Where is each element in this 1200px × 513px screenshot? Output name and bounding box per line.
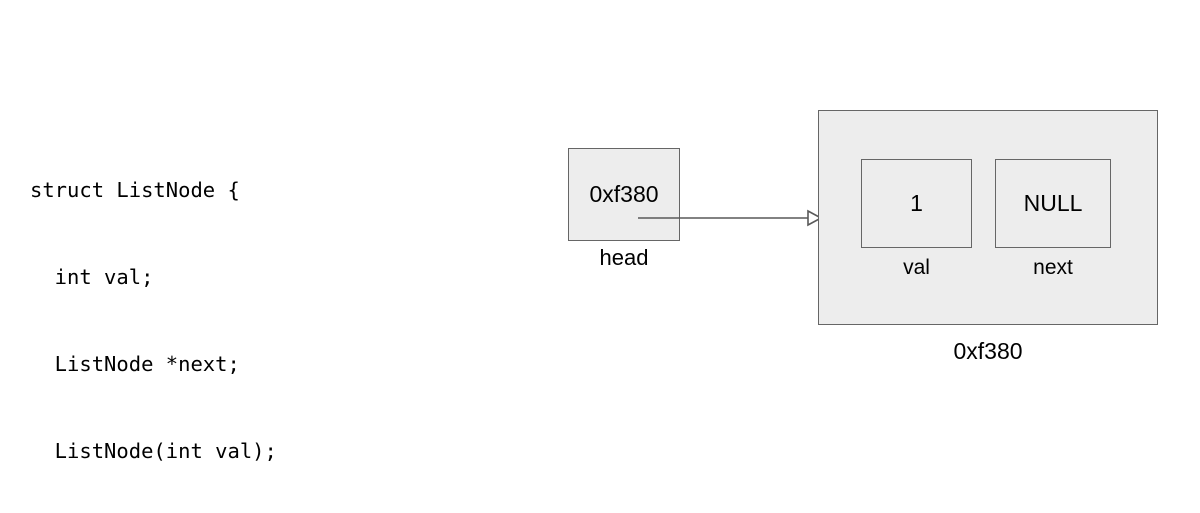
head-pointer-caption: head: [599, 245, 649, 270]
head-pointer-box: 0xf380: [568, 148, 680, 241]
code-line: ListNode *next;: [30, 352, 240, 376]
head-pointer-value: 0xf380: [589, 181, 659, 207]
node-field-val-box: 1: [861, 159, 972, 248]
node-address-label: 0xf380: [953, 338, 1023, 364]
node-field-next-box: NULL: [995, 159, 1111, 248]
code-line: ListNode(int val);: [30, 439, 277, 463]
node-field-next-value: NULL: [1023, 190, 1083, 216]
code-line: int val;: [30, 265, 154, 289]
pointer-arrow-icon: [638, 209, 823, 227]
node-field-next-caption: next: [1033, 256, 1073, 279]
node-field-val-value: 1: [910, 190, 923, 216]
node-field-val-caption: val: [903, 256, 930, 279]
code-listing: struct ListNode { int val; ListNode *nex…: [30, 118, 462, 513]
code-line: struct ListNode {: [30, 178, 240, 202]
